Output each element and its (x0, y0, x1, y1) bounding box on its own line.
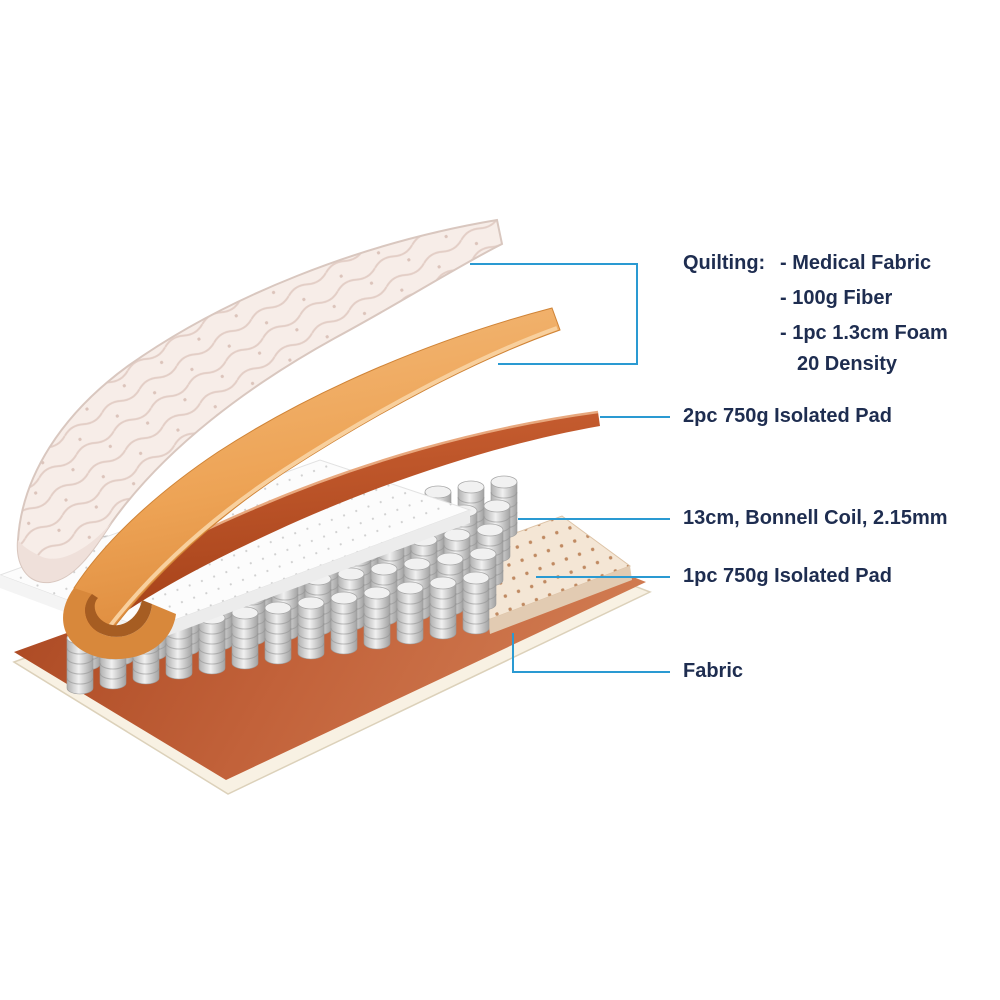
quilting-item-foam: - 1pc 1.3cm Foam (780, 322, 948, 344)
coil-spring (231, 606, 259, 670)
coil-spring (429, 576, 457, 640)
coil-spring (462, 571, 490, 635)
coil-spring (297, 596, 325, 660)
coil-spring (330, 591, 358, 655)
label-isolated-pad-1pc: 1pc 750g Isolated Pad (683, 565, 892, 587)
leader-lines (470, 263, 670, 673)
label-isolated-pad-2pc: 2pc 750g Isolated Pad (683, 405, 892, 427)
coil-spring (264, 601, 292, 665)
quilting-item-fiber: - 100g Fiber (780, 287, 893, 309)
quilting-annotation: - Medical Fabric - 100g Fiber - 1pc 1.3c… (780, 253, 948, 375)
coil-spring (363, 586, 391, 650)
label-fabric: Fabric (683, 660, 744, 682)
coil-spring (396, 581, 424, 645)
quilting-item-foam-density: 20 Density (797, 353, 898, 375)
leader-fabric (512, 633, 670, 673)
foam-layer (63, 307, 561, 660)
quilting-fabric-layer (16, 218, 504, 584)
leader-quilting (470, 263, 638, 365)
label-bonnell-coil: 13cm, Bonnell Coil, 2.15mm (683, 507, 948, 529)
quilting-item-medical-fabric: - Medical Fabric (780, 252, 932, 274)
quilting-title: Quilting: (683, 252, 766, 274)
